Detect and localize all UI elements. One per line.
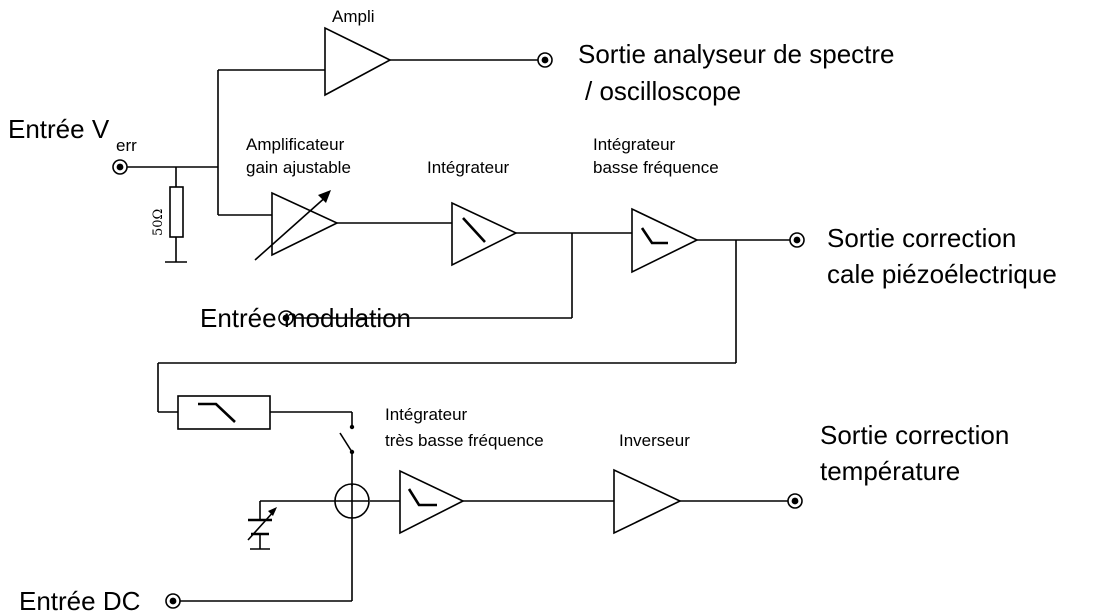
integrateur-slope-icon [462, 217, 486, 243]
integrateur-tbf-triangle [399, 469, 465, 535]
label-sortie-analyseur-2: / oscilloscope [585, 76, 741, 106]
label-integrateur-tbf-2: très basse fréquence [385, 431, 544, 450]
terminal-sortie-temperature[interactable] [787, 493, 803, 509]
label-entree-dc: Entrée DC [19, 586, 140, 612]
amplificateur-triangle [271, 191, 339, 257]
label-integrateur-bf-1: Intégrateur [593, 135, 676, 154]
label-inverseur: Inverseur [619, 431, 690, 450]
integrateur-tbf-icon [407, 488, 437, 507]
label-integrateur: Intégrateur [427, 158, 510, 177]
label-amplificateur-2: gain ajustable [246, 158, 351, 177]
label-sortie-piezo-1: Sortie correction [827, 223, 1016, 253]
terminal-entree-modulation[interactable] [278, 310, 294, 326]
integrateur-triangle [451, 201, 518, 267]
dc-source-adjust-arrow [268, 507, 277, 516]
adjustable-arrow-line [254, 194, 329, 261]
integrateur-bf-triangle [631, 207, 699, 274]
label-sortie-temperature-2: température [820, 456, 960, 486]
resistor-label: 50Ω [151, 209, 166, 236]
label-entree-verr: Entrée V [8, 114, 110, 144]
filter-lowpass-icon [198, 402, 236, 423]
label-integrateur-tbf-1: Intégrateur [385, 405, 468, 424]
switch-blade[interactable] [339, 432, 353, 453]
switch-contact-top [349, 424, 355, 430]
label-ampli: Ampli [332, 7, 375, 26]
label-sortie-analyseur-1: Sortie analyseur de spectre [578, 39, 895, 69]
filter-box [177, 395, 271, 430]
integrateur-bf-icon [640, 227, 668, 245]
label-integrateur-bf-2: basse fréquence [593, 158, 719, 177]
label-sortie-piezo-2: cale piézoélectrique [827, 259, 1057, 289]
label-entree-verr-subscript: err [116, 136, 137, 155]
terminal-entree-verr[interactable] [112, 159, 128, 175]
label-entree-modulation: Entrée modulation [200, 303, 411, 333]
dc-source-adjust-line [247, 509, 276, 541]
terminal-entree-dc[interactable] [165, 593, 181, 609]
terminal-analyseur[interactable] [537, 52, 553, 68]
inverseur-triangle [613, 468, 682, 535]
terminal-sortie-piezo[interactable] [789, 232, 805, 248]
label-sortie-temperature-1: Sortie correction [820, 420, 1009, 450]
label-amplificateur-1: Amplificateur [246, 135, 345, 154]
resistor [169, 186, 184, 238]
wires [127, 59, 790, 602]
ampli-triangle [324, 26, 392, 97]
adjustable-arrow-head [318, 190, 331, 203]
